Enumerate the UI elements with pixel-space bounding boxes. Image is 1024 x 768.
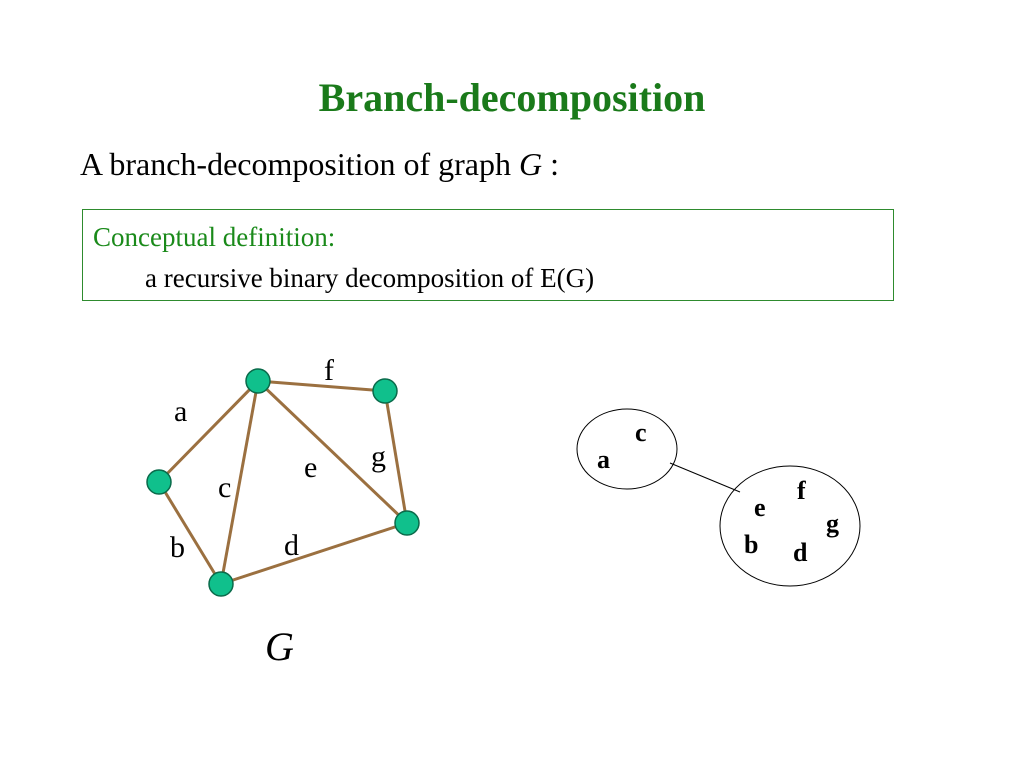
subtitle-graph-variable: G [519,146,543,182]
set-label-a: a [597,445,610,474]
edge-label-e: e [304,451,317,484]
edge-label-b: b [170,531,185,564]
set-label-f: f [797,476,806,505]
set-label-e: e [754,493,766,522]
definition-box: Conceptual definition: a recursive binar… [82,209,894,301]
edge-e [256,379,409,525]
edge-c [219,380,260,585]
vertex-left [146,469,172,495]
subtitle-prefix: A branch-decomposition of graph [80,146,519,182]
edge-b [157,481,223,585]
edge-label-f: f [324,354,334,387]
decomposition: a c e f g b d [576,408,861,587]
decomposition-link [669,462,741,493]
edge-label-c: c [218,471,231,504]
vertex-right [394,510,420,536]
subtitle: A branch-decomposition of graph G : [80,146,559,183]
graph-vertices [146,368,420,597]
set-label-d: d [793,538,808,567]
edge-f [257,379,386,393]
edge-a [157,379,260,484]
edge-label-d: d [284,529,299,562]
definition-text: a recursive binary decomposition of E(G) [145,263,595,293]
set-label-c: c [635,418,647,447]
set-label-g: g [826,509,839,538]
right-edge-set-ellipse [719,465,861,587]
slide-title: Branch-decomposition [318,75,706,120]
definition-heading: Conceptual definition: [93,222,336,252]
vertex-top-right [372,378,398,404]
graph-name-label: G [265,624,294,669]
edge-g [383,390,409,524]
left-edge-set-ellipse [576,408,678,490]
vertex-bottom [208,571,234,597]
edge-label-a: a [174,395,187,428]
edge-d [220,521,408,586]
edge-label-g: g [371,440,386,473]
set-label-b: b [744,530,758,559]
graph-edges [157,379,409,586]
vertex-top [245,368,271,394]
subtitle-suffix: : [542,146,559,182]
